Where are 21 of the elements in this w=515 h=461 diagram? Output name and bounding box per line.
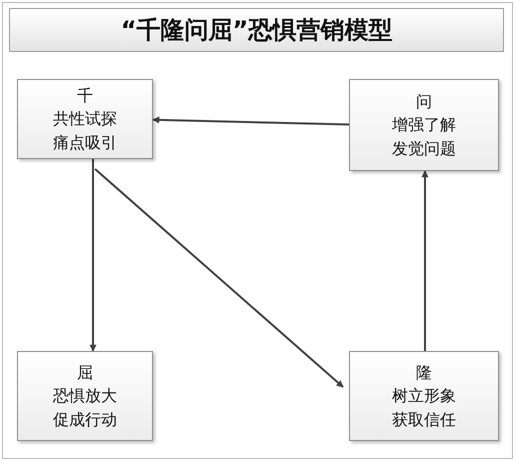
- box-text: 增强了解: [392, 114, 456, 136]
- box-text: 树立形象: [392, 385, 456, 408]
- box-text: 恐惧放大: [53, 385, 117, 408]
- box-text: 共性试探: [53, 108, 117, 130]
- box-heading: 屈: [77, 362, 93, 384]
- arrow: [422, 170, 428, 351]
- box-text: 促成行动: [53, 408, 117, 431]
- process-box: [17, 79, 153, 159]
- process-box: [17, 351, 153, 441]
- box-text: 痛点吸引: [53, 132, 117, 154]
- process-box: [349, 79, 499, 171]
- box-text: 发觉问题: [392, 138, 456, 160]
- arrow: [94, 168, 344, 388]
- process-box: [349, 351, 499, 441]
- box-text: 获取信任: [392, 408, 456, 431]
- arrow: [90, 159, 96, 352]
- title-banner: “千隆问屈”恐惧营销模型: [9, 8, 504, 52]
- box-heading: 隆: [416, 362, 432, 384]
- box-heading: 问: [416, 91, 432, 114]
- box-heading: 千: [77, 85, 93, 108]
- arrow: [152, 116, 350, 126]
